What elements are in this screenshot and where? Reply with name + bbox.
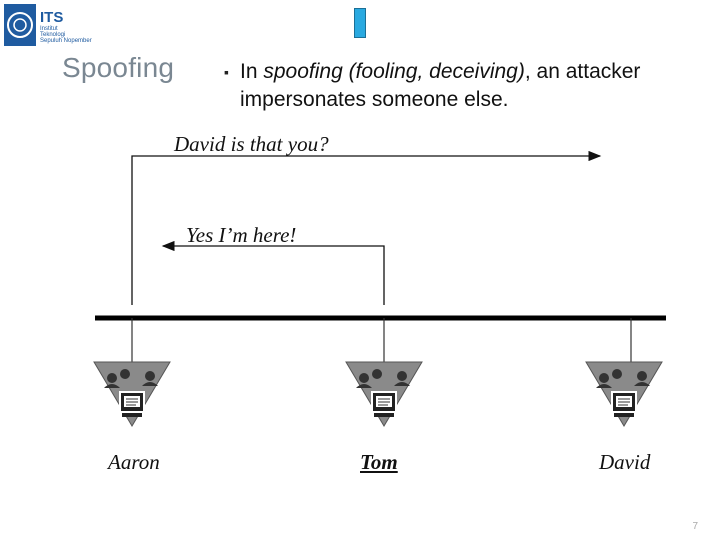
node-label-aaron: Aaron [108,450,160,475]
workstation-user-icon [94,362,170,426]
workstation-user-icon [346,362,422,426]
node-label-david: David [599,450,650,475]
reply-arrow [163,246,384,305]
request-message: David is that you? [174,132,329,157]
page-number: 7 [692,521,698,532]
reply-message: Yes I’m here! [186,223,296,248]
node-label-tom: Tom [360,450,398,475]
workstation-user-icon [586,362,662,426]
